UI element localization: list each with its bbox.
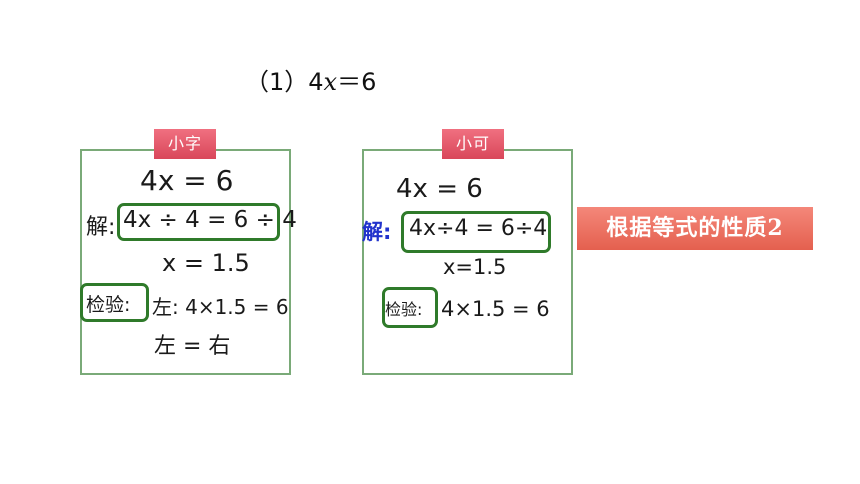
left-student-name-tag: 小字 (154, 129, 216, 159)
right-result: x=1.5 (443, 255, 507, 279)
right-check-line: 4×1.5 = 6 (441, 297, 550, 321)
right-student-name-tag: 小可 (442, 129, 504, 159)
left-solve-step: 4x ÷ 4 = 6 ÷ 4 (123, 207, 297, 233)
problem-label: （1）4 (245, 68, 324, 96)
right-check-label-highlight (382, 287, 438, 328)
left-check-conclusion: 左 = 右 (154, 334, 231, 359)
right-check-label: 检验: (385, 300, 423, 319)
left-solution-card (80, 149, 291, 375)
problem-variable: x (323, 68, 338, 96)
left-solve-label: 解: (86, 215, 116, 240)
right-solve-step: 4x÷4 = 6÷4 (409, 216, 548, 241)
left-equation: 4x = 6 (140, 164, 234, 197)
left-check-left: 左: 4×1.5 = 6 (152, 295, 289, 319)
left-check-label-highlight (80, 283, 149, 322)
problem-rhs: ＝6 (337, 68, 377, 96)
right-solve-label: 解: (362, 220, 392, 244)
left-result: x = 1.5 (162, 249, 250, 277)
problem-heading: （1）4x＝6 (245, 62, 376, 97)
right-solve-step-highlight (401, 211, 551, 253)
equation-property-banner: 根据等式的性质2 (577, 207, 813, 250)
left-check-label: 检验: (86, 294, 131, 316)
right-equation: 4x = 6 (396, 174, 483, 204)
left-solve-step-highlight (117, 203, 280, 241)
